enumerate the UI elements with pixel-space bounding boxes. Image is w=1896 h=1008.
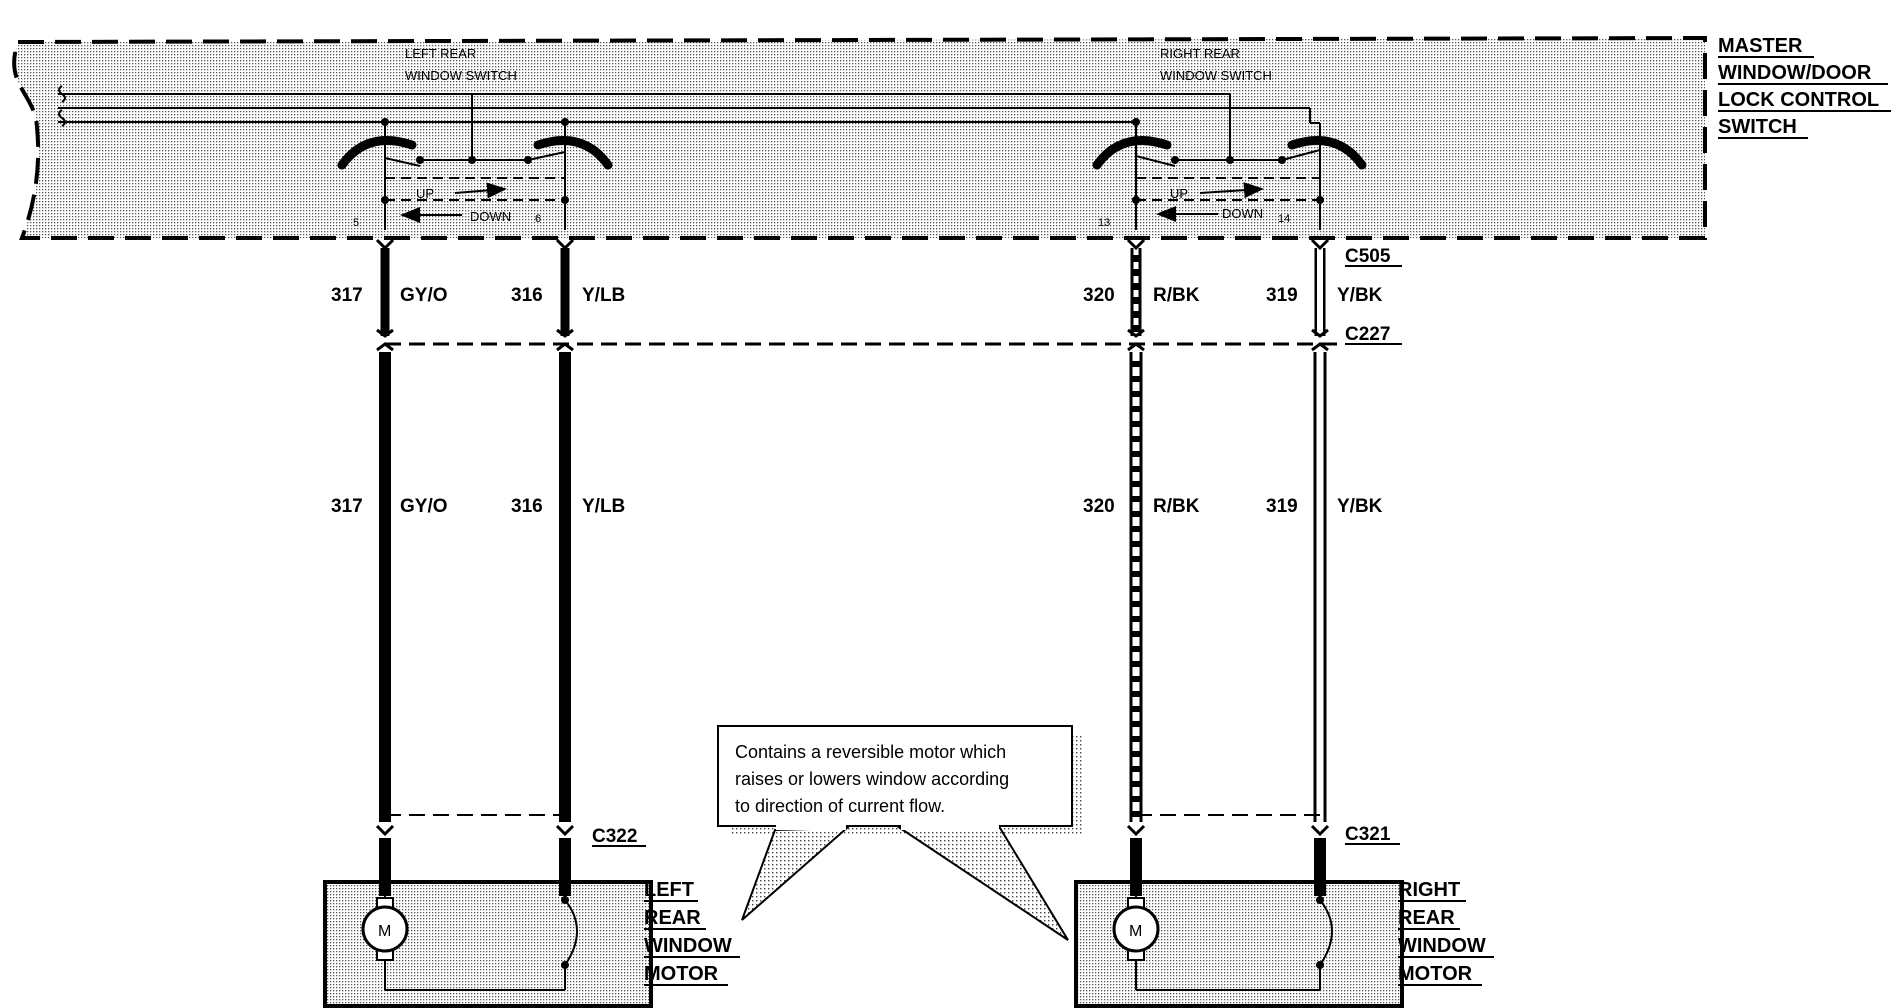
left-rear-window-switch: LEFT REAR WINDOW SWITCH UP DOWN 5 6: [337, 46, 613, 230]
right-rear-window-motor: M: [1074, 838, 1404, 1008]
connector-labels: C505 C227 C322 C321: [592, 246, 1402, 847]
wire-320-color: R/BK: [1153, 285, 1200, 306]
wire-319-color: Y/BK: [1337, 285, 1383, 306]
right-motor-label-4: MOTOR: [1398, 963, 1473, 985]
callout-line-3: to direction of current flow.: [735, 796, 945, 816]
wire-316-circuit-lower: 316: [511, 496, 543, 517]
wire-labels-lower: 317 GY/O 316 Y/LB 320 R/BK 319 Y/BK: [331, 496, 1383, 517]
master-label-2: WINDOW/DOOR: [1718, 62, 1872, 84]
left-motor-label-3: WINDOW: [644, 935, 732, 957]
right-motor-symbol: M: [1129, 923, 1142, 940]
wire-319-color-lower: Y/BK: [1337, 496, 1383, 517]
master-label-4: SWITCH: [1718, 116, 1797, 138]
left-rear-window-motor: M: [323, 838, 653, 1008]
pin-6: 6: [535, 213, 541, 225]
master-label-1: MASTER: [1718, 35, 1803, 57]
wire-317-circuit: 317: [331, 285, 363, 306]
callout-line-1: Contains a reversible motor which: [735, 742, 1006, 762]
left-motor-label-2: REAR: [644, 907, 701, 929]
right-motor-label: RIGHT REAR WINDOW MOTOR: [1398, 879, 1494, 986]
wire-segments-upper: [380, 248, 1326, 336]
wire-319-circuit-lower: 319: [1266, 496, 1298, 517]
wire-317-color-lower: GY/O: [400, 496, 448, 517]
left-motor-symbol: M: [378, 923, 391, 940]
left-motor-label-1: LEFT: [644, 879, 694, 901]
pin-14: 14: [1278, 213, 1290, 225]
right-switch-label-1: RIGHT REAR: [1160, 46, 1240, 61]
left-switch-label-1: LEFT REAR: [405, 46, 476, 61]
wire-316-color: Y/LB: [582, 285, 625, 306]
wire-316-circuit: 316: [511, 285, 543, 306]
left-motor-label-4: MOTOR: [644, 963, 719, 985]
left-motor-label: LEFT REAR WINDOW MOTOR: [644, 879, 740, 986]
callout-line-2: raises or lowers window according: [735, 769, 1009, 789]
right-switch-label-2: WINDOW SWITCH: [1160, 68, 1272, 83]
right-switch-up: UP: [1170, 186, 1188, 201]
wire-317-circuit-lower: 317: [331, 496, 363, 517]
right-motor-label-3: WINDOW: [1398, 935, 1486, 957]
master-label-3: LOCK CONTROL: [1718, 89, 1879, 111]
connector-ticks: [375, 238, 1330, 837]
wire-labels-upper: 317 GY/O 316 Y/LB 320 R/BK 319 Y/BK: [331, 285, 1383, 306]
connector-c505: C505: [1345, 246, 1391, 267]
wire-320-circuit: 320: [1083, 285, 1115, 306]
connector-c227: C227: [1345, 324, 1390, 345]
right-motor-label-2: REAR: [1398, 907, 1455, 929]
master-switch-label: MASTER WINDOW/DOOR LOCK CONTROL SWITCH: [1718, 35, 1891, 139]
internal-feed-lines: [58, 85, 1311, 160]
master-switch-box: [12, 35, 1707, 240]
right-rear-window-switch: RIGHT REAR WINDOW SWITCH UP DOWN 13 14: [1092, 46, 1367, 230]
pin-5: 5: [353, 217, 359, 229]
left-switch-label-2: WINDOW SWITCH: [405, 68, 517, 83]
right-motor-label-1: RIGHT: [1398, 879, 1460, 901]
wire-segments-lower: [379, 352, 1327, 822]
connector-dashed-lines: [385, 342, 1340, 816]
wire-316-color-lower: Y/LB: [582, 496, 625, 517]
wire-320-circuit-lower: 320: [1083, 496, 1115, 517]
left-switch-down: DOWN: [470, 209, 511, 224]
connector-c322: C322: [592, 826, 637, 847]
right-switch-down: DOWN: [1222, 206, 1263, 221]
wire-320-color-lower: R/BK: [1153, 496, 1200, 517]
pin-13: 13: [1098, 217, 1110, 229]
wire-319-circuit: 319: [1266, 285, 1298, 306]
left-switch-up: UP: [416, 186, 434, 201]
callout: Contains a reversible motor which raises…: [717, 725, 1084, 941]
wire-317-color: GY/O: [400, 285, 448, 306]
connector-c321: C321: [1345, 824, 1391, 845]
